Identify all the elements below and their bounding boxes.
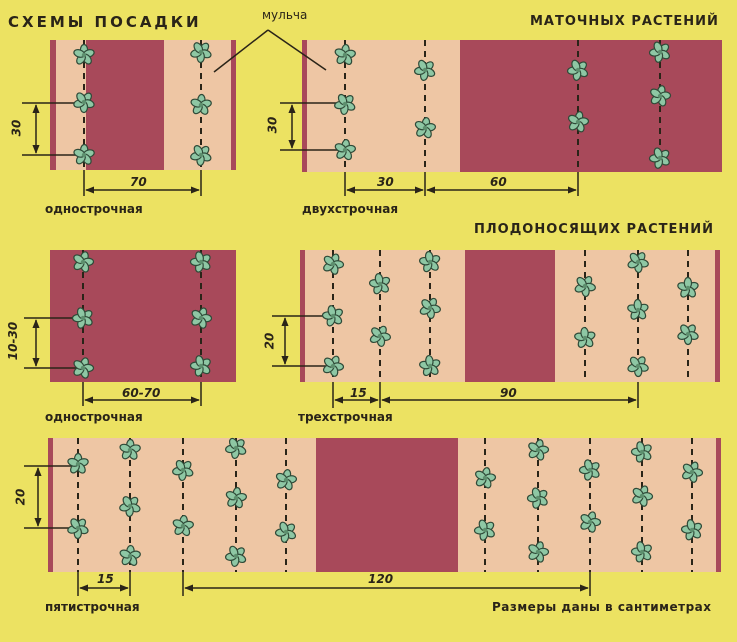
caption-triple-row: трехстрочная xyxy=(298,410,393,424)
strawberry-plant-icon xyxy=(172,514,194,537)
strawberry-plant-icon xyxy=(67,452,89,474)
plants-layer xyxy=(67,41,704,567)
strawberry-plant-icon xyxy=(419,354,441,377)
strawberry-plant-icon xyxy=(682,461,704,483)
strawberry-plant-icon xyxy=(224,545,247,567)
strawberry-plant-icon xyxy=(632,485,654,507)
strawberry-plant-icon xyxy=(190,42,212,64)
strawberry-plant-icon xyxy=(334,93,356,116)
strawberry-plant-icon xyxy=(419,297,441,320)
strawberry-plant-icon xyxy=(73,251,95,273)
strawberry-plant-icon xyxy=(648,147,670,169)
dim-p4-row-gap: 15 xyxy=(350,386,367,400)
strawberry-plant-icon xyxy=(275,469,298,491)
dim-p5-row-gap: 15 xyxy=(97,572,114,586)
dim-p3-width: 60-70 xyxy=(122,386,161,400)
mulch-label: мульча xyxy=(262,8,308,22)
caption-five-row: пятистрочная xyxy=(45,600,140,614)
strawberry-plant-icon xyxy=(677,324,699,346)
dimension-lines xyxy=(22,102,639,596)
mulch-pointers xyxy=(213,29,327,73)
strawberry-plant-icon xyxy=(627,356,649,378)
strawberry-plant-icon xyxy=(566,59,589,81)
strawberry-plant-icon xyxy=(627,252,649,274)
strawberry-plant-icon xyxy=(119,544,141,566)
mother-plants-heading: МАТОЧНЫХ РАСТЕНИЙ xyxy=(530,14,719,29)
strawberry-plant-icon xyxy=(334,43,356,66)
strawberry-plant-icon xyxy=(73,143,95,165)
panel-double-row-mother xyxy=(302,40,722,172)
strawberry-plant-icon xyxy=(574,326,596,348)
strawberry-plant-icon xyxy=(189,355,211,377)
strawberry-plant-icon xyxy=(73,43,95,65)
strawberry-plant-icon xyxy=(419,251,441,273)
strawberry-plant-icon xyxy=(225,437,247,460)
strawberry-plant-icon xyxy=(580,511,602,533)
strawberry-plant-icon xyxy=(119,438,141,460)
page-title: СХЕМЫ ПОСАДКИ xyxy=(8,13,202,31)
strawberry-plant-icon xyxy=(73,92,95,114)
strawberry-plant-icon xyxy=(191,307,213,329)
strawberry-plant-icon xyxy=(528,439,550,461)
caption-single-row-mother: однострочная xyxy=(45,202,143,216)
strawberry-plant-icon xyxy=(528,541,550,563)
dim-p5-height: 20 xyxy=(13,488,28,506)
strawberry-plant-icon xyxy=(322,355,345,377)
strawberry-plant-icon xyxy=(630,541,652,563)
panel-triple-row-fruiting xyxy=(300,250,720,382)
strawberry-plant-icon xyxy=(574,275,596,298)
strawberry-plant-icon xyxy=(650,85,672,107)
strawberry-plant-icon xyxy=(648,41,670,63)
strawberry-plant-icon xyxy=(567,111,590,133)
dim-p2-row-gap: 30 xyxy=(377,175,394,189)
dim-p1-height: 30 xyxy=(9,119,24,137)
strawberry-plant-icon xyxy=(119,496,141,518)
strawberry-plant-icon xyxy=(473,519,495,541)
strawberry-plant-icon xyxy=(334,138,356,161)
caption-single-row-fruiting: однострочная xyxy=(45,410,143,424)
fruiting-plants-heading: ПЛОДОНОСЯЩИХ РАСТЕНИЙ xyxy=(474,222,715,237)
strawberry-plant-icon xyxy=(680,519,703,541)
strawberry-plant-icon xyxy=(475,467,497,489)
strawberry-plant-icon xyxy=(526,487,548,509)
strawberry-plant-icon xyxy=(321,305,343,327)
dim-p4-height: 20 xyxy=(262,332,277,350)
dim-p1-width: 70 xyxy=(130,175,147,189)
strawberry-plant-icon xyxy=(627,298,649,320)
dim-p5-path: 120 xyxy=(368,572,394,586)
strawberry-plant-icon xyxy=(225,487,247,509)
strawberry-plant-icon xyxy=(414,59,436,81)
strawberry-plant-icon xyxy=(323,253,345,275)
strawberry-plant-icon xyxy=(369,325,392,347)
dim-p3-height: 10-30 xyxy=(6,321,21,361)
strawberry-plant-icon xyxy=(71,307,93,329)
strawberry-plant-icon xyxy=(414,117,437,139)
strawberry-plant-icon xyxy=(189,251,211,273)
dim-p2-height: 30 xyxy=(265,116,280,134)
strawberry-plant-icon xyxy=(190,145,212,167)
strawberry-plant-icon xyxy=(368,273,391,295)
dim-p4-path: 90 xyxy=(500,386,517,400)
strawberry-plant-icon xyxy=(677,276,699,298)
strawberry-plant-icon xyxy=(578,459,600,481)
panel-five-row xyxy=(48,438,721,572)
strawberry-plant-icon xyxy=(630,441,652,463)
strawberry-plant-icon xyxy=(73,357,95,379)
caption-double-row: двухстрочная xyxy=(302,202,399,216)
units-footnote: Размеры даны в сантиметрах xyxy=(492,600,712,614)
strawberry-plant-icon xyxy=(172,459,194,482)
dim-p2-path: 60 xyxy=(490,175,507,189)
strawberry-plant-icon xyxy=(67,518,89,540)
strawberry-plant-icon xyxy=(190,93,212,115)
strawberry-plant-icon xyxy=(274,521,297,543)
